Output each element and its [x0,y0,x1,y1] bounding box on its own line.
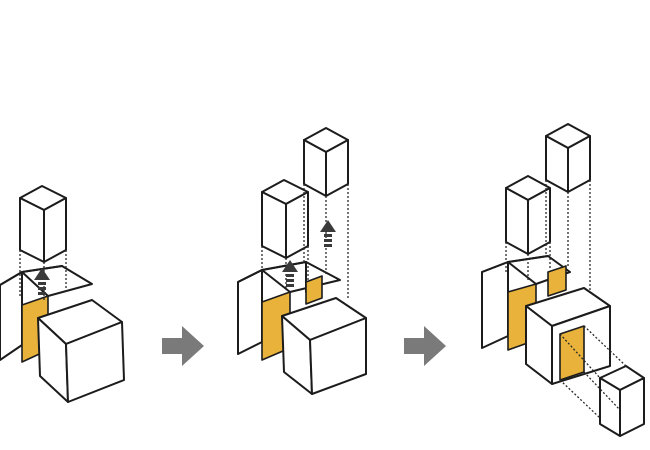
stage-2 [237,127,367,395]
stage-2-lifted-box-1 [261,179,309,259]
stage-2-accent-face-small [305,275,323,305]
stage-1-lifted-box [19,185,67,263]
stage-3-lifted-box-2 [545,123,591,193]
stage-1-front-cube [37,299,125,403]
stage-2-front-cube [281,297,367,395]
stage-2-lifted-box-2 [303,127,349,197]
stage-1-projection-lines [19,250,67,300]
stage-3-pushed-box [599,365,645,437]
stage-3-accent-face-small [547,265,567,297]
step-arrow-icon [404,326,446,366]
stage-3 [481,123,645,437]
lift-arrow-icon [282,260,298,287]
step-arrow-icon [162,326,204,366]
stage-3-projection-lines [505,180,627,419]
lift-arrow-icon [34,268,50,295]
stage-1 [0,185,125,403]
lift-arrow-icon [320,220,336,247]
stage-3-portal-accent [559,325,585,381]
stage-3-lifted-box-1 [505,175,551,255]
